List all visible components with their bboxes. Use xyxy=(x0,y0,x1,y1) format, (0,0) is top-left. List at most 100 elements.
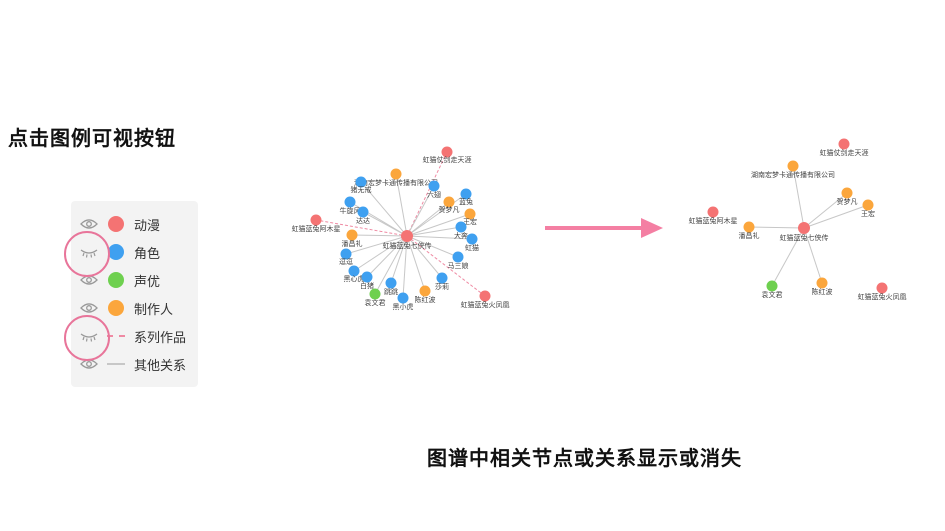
node-role xyxy=(466,233,478,245)
node-label-center: 虹猫蓝兔七侠传 xyxy=(383,241,432,250)
node-anime xyxy=(441,146,453,158)
node-role xyxy=(361,271,373,283)
legend-item-producer[interactable]: 制作人 xyxy=(71,296,198,320)
node-role xyxy=(428,180,440,192)
node-role xyxy=(355,176,367,188)
node-label: 莎莉 xyxy=(435,282,449,291)
node-producer xyxy=(841,187,853,199)
edge-anime xyxy=(406,151,448,237)
legend-item-anime[interactable]: 动漫 xyxy=(71,212,198,236)
arrow-right-icon xyxy=(545,218,663,238)
node-label: 虹猫蓝兔火凤凰 xyxy=(461,300,510,309)
node-anime xyxy=(310,214,322,226)
edge-role xyxy=(366,235,408,278)
node-producer xyxy=(464,208,476,220)
edge-producer xyxy=(406,235,426,292)
node-producer xyxy=(787,160,799,172)
node-label: 白猪 xyxy=(360,281,374,290)
node-voice xyxy=(369,288,381,300)
node-role xyxy=(344,196,356,208)
node-producer xyxy=(862,199,874,211)
node-anime xyxy=(479,290,491,302)
legend-label-series: 系列作品 xyxy=(134,331,187,346)
node-role xyxy=(357,206,369,218)
node-role xyxy=(460,188,472,200)
node-label: 虹猫蓝兔火凤凰 xyxy=(858,292,907,301)
node-label: 陈红波 xyxy=(812,287,833,296)
node-center xyxy=(798,222,810,234)
node-label: 黑小虎 xyxy=(393,302,414,311)
series-swatch xyxy=(107,335,125,337)
edge-role xyxy=(362,211,408,237)
edge-role xyxy=(402,235,408,299)
edge-producer xyxy=(395,173,408,237)
node-anime xyxy=(838,138,850,150)
edge-role xyxy=(406,235,443,279)
node-role xyxy=(455,221,467,233)
node-label: 大奔 xyxy=(454,231,468,240)
node-producer xyxy=(443,196,455,208)
edge-role xyxy=(406,235,473,240)
node-label: 湖南宏梦卡通传播有限公司 xyxy=(354,178,438,187)
edge-role xyxy=(406,185,435,237)
edge-role xyxy=(406,226,462,237)
node-label: 虹猫仗剑走天涯 xyxy=(423,155,472,164)
edge-voice xyxy=(374,235,408,295)
legend-label-producer: 制作人 xyxy=(134,303,174,318)
edge-role xyxy=(353,235,408,272)
edge-role xyxy=(360,181,408,237)
node-label: 蓝兔 xyxy=(459,197,473,206)
eye-open-icon[interactable] xyxy=(80,217,98,231)
edge-anime xyxy=(315,219,408,237)
graph-after-group: 虹猫仗剑走天涯虹猫蓝兔阿木星虹猫蓝兔火凤凰湖南宏梦卡通传播有限公司贺梦凡王宏潘昌… xyxy=(689,138,907,301)
edge-role xyxy=(390,235,408,284)
edge-producer xyxy=(406,213,471,237)
legend-label-anime: 动漫 xyxy=(134,219,161,234)
node-label: 贺梦凡 xyxy=(837,197,858,206)
voice-swatch xyxy=(108,272,124,288)
node-label: 达达 xyxy=(356,216,370,225)
other-swatch xyxy=(107,363,125,365)
edge-producer xyxy=(351,234,408,237)
node-producer xyxy=(743,221,755,233)
node-label: 潘昌礼 xyxy=(342,239,363,248)
node-label: 六翅 xyxy=(427,190,441,199)
edge-anime xyxy=(406,235,486,297)
producer-swatch xyxy=(108,300,124,316)
node-label: 虹猫蓝兔阿木星 xyxy=(689,216,738,225)
node-label: 潘昌礼 xyxy=(739,231,760,240)
eye-open-icon[interactable] xyxy=(80,301,98,315)
node-anime xyxy=(707,206,719,218)
node-role xyxy=(348,265,360,277)
node-label: 虹猫蓝兔阿木星 xyxy=(292,224,341,233)
node-role xyxy=(340,248,352,260)
node-role xyxy=(452,251,464,263)
role-swatch xyxy=(108,244,124,260)
caption: 图谱中相关节点或关系显示或消失 xyxy=(427,446,742,470)
node-role xyxy=(436,272,448,284)
node-label: 虹猫仗剑走天涯 xyxy=(820,148,869,157)
edge-producer xyxy=(803,204,869,229)
edge-producer xyxy=(803,227,823,284)
highlight-ring-series xyxy=(64,315,110,361)
edge-producer xyxy=(406,201,450,237)
node-role xyxy=(385,277,397,289)
graph-before-group: 虹猫仗剑走天涯虹猫蓝兔阿木星虹猫蓝兔火凤凰湖南宏梦卡通传播有限公司贺梦凡王宏潘昌… xyxy=(292,146,510,311)
node-label: 湖南宏梦卡通传播有限公司 xyxy=(751,170,835,179)
node-label: 马三娘 xyxy=(448,261,469,270)
legend-label-role: 角色 xyxy=(134,247,161,262)
node-label: 袁文君 xyxy=(762,290,783,299)
node-producer xyxy=(816,277,828,289)
node-voice xyxy=(766,280,778,292)
node-producer xyxy=(419,285,431,297)
node-label: 贺梦凡 xyxy=(439,205,460,214)
heading: 点击图例可视按钮 xyxy=(8,126,176,150)
node-producer xyxy=(346,229,358,241)
node-label: 跳跳 xyxy=(384,287,398,296)
node-label: 黑心虎 xyxy=(344,274,365,283)
node-producer xyxy=(390,168,402,180)
node-label: 牛旋风 xyxy=(340,206,361,215)
node-label-center: 虹猫蓝兔七侠传 xyxy=(780,233,829,242)
edge-producer xyxy=(803,192,848,229)
node-role xyxy=(397,292,409,304)
